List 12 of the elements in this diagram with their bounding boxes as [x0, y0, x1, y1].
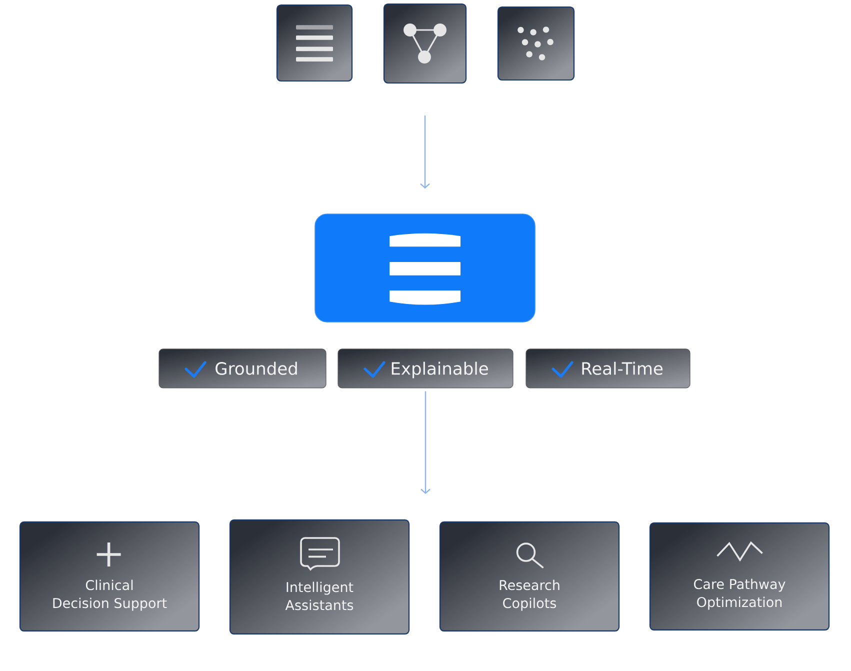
feature-card: Intelligent Assistants: [229, 519, 410, 635]
label-chip: Grounded: [158, 348, 326, 388]
label-chip: Explainable: [338, 348, 514, 388]
label-chip: Real-Time: [526, 348, 690, 388]
arrow: [420, 391, 430, 494]
icon-tile: [383, 3, 467, 84]
feature-card: Care Pathway Optimization: [649, 522, 830, 631]
icon-tile: [497, 6, 575, 81]
icon-tile: [276, 4, 353, 82]
feature-card: Clinical Decision Support: [19, 521, 200, 632]
arrow: [420, 116, 430, 189]
feature-card: Research Copilots: [439, 521, 620, 632]
